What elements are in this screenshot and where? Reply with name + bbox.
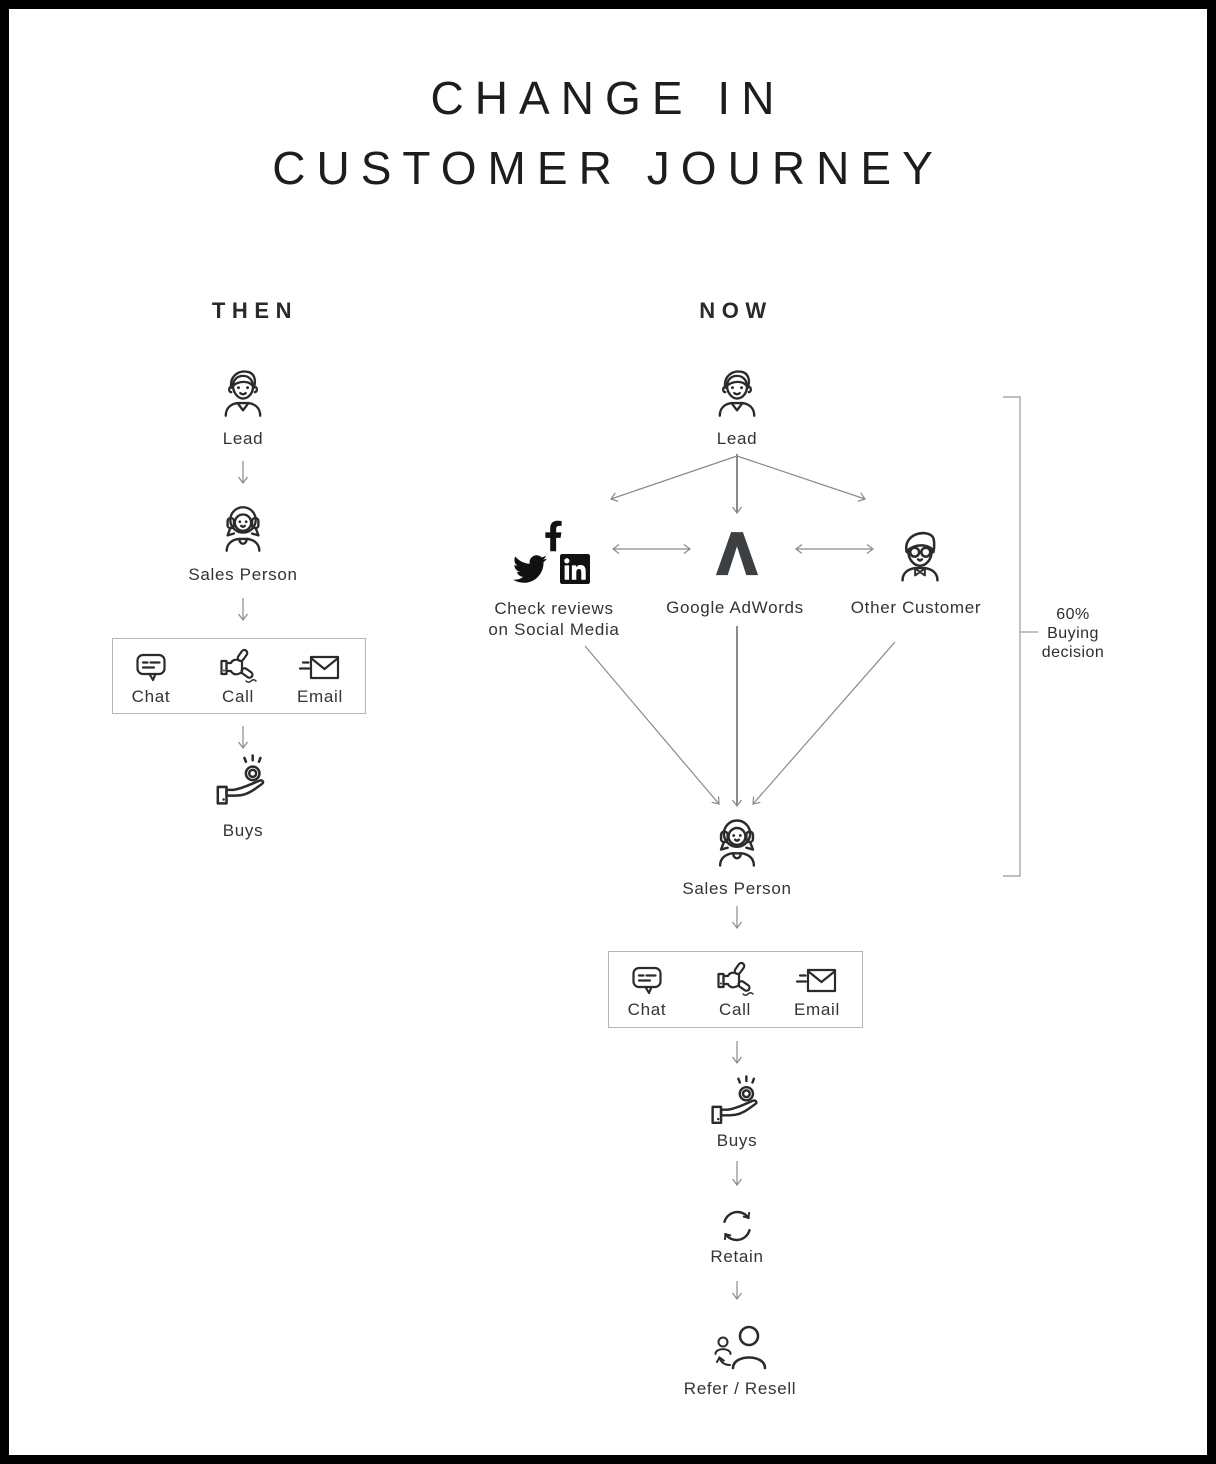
- now-lead-label: Lead: [716, 429, 758, 448]
- then-sales-label: Sales Person: [188, 565, 298, 584]
- call-icon: [717, 961, 754, 996]
- then-call-label: Call: [221, 687, 255, 706]
- other-customer-label: Other Customer: [850, 598, 982, 617]
- call-icon: [220, 648, 257, 683]
- buys-icon: [216, 754, 265, 805]
- email-icon: [298, 655, 340, 680]
- sales-person-icon: [718, 819, 756, 867]
- then-buys-label: Buys: [222, 821, 264, 840]
- now-contact-box: [608, 951, 863, 1028]
- social-channel-label: Check reviews on Social Media: [439, 598, 669, 640]
- retain-icon: [723, 1210, 751, 1242]
- annotation-line-2: Buying: [1047, 625, 1099, 642]
- annotation-line-1: 60%: [1056, 606, 1090, 623]
- linkedin-icon: [560, 554, 590, 584]
- arrow-customer-to-sales: [752, 641, 896, 805]
- buying-decision-annotation: 60% Buying decision: [1042, 605, 1105, 662]
- refer-resell-icon: [714, 1325, 767, 1370]
- page-title: CHANGE IN CUSTOMER JOURNEY: [272, 63, 944, 203]
- now-sales-label: Sales Person: [682, 879, 792, 898]
- title-line-1: CHANGE IN: [430, 72, 786, 124]
- arrow-now-lead-to-social: [610, 455, 738, 502]
- adwords-label: Google AdWords: [666, 598, 804, 617]
- buys-icon: [711, 1075, 758, 1125]
- sales-person-icon: [225, 506, 261, 552]
- now-call-label: Call: [718, 1000, 752, 1019]
- annotation-line-3: decision: [1041, 644, 1105, 661]
- buying-decision-bracket: [1003, 396, 1021, 877]
- retain-label: Retain: [710, 1247, 764, 1266]
- twitter-icon: [513, 555, 547, 583]
- other-customer-icon: [901, 531, 939, 582]
- then-contact-box: [112, 638, 366, 714]
- chat-icon: [632, 966, 662, 995]
- connector-layer: [238, 396, 1038, 1300]
- arrow-social-to-sales: [584, 645, 720, 805]
- google-adwords-icon: [715, 532, 759, 576]
- social-label-line-1: Check reviews: [494, 599, 614, 618]
- email-icon: [795, 968, 837, 993]
- now-buys-label: Buys: [716, 1131, 758, 1150]
- lead-icon: [718, 370, 756, 417]
- arrow-now-lead-to-customer: [736, 455, 866, 502]
- then-email-label: Email: [297, 687, 343, 706]
- then-lead-label: Lead: [222, 429, 264, 448]
- heading-now: NOW: [699, 298, 773, 323]
- title-line-2: CUSTOMER JOURNEY: [272, 142, 944, 194]
- diagram-canvas: CHANGE IN CUSTOMER JOURNEY THEN NOW Lead…: [9, 9, 1207, 1455]
- lead-icon: [224, 370, 262, 417]
- now-email-label: Email: [794, 1000, 840, 1019]
- then-chat-label: Chat: [131, 687, 171, 706]
- heading-then: THEN: [211, 298, 299, 323]
- now-chat-label: Chat: [627, 1000, 667, 1019]
- refer-resell-label: Refer / Resell: [683, 1379, 797, 1398]
- facebook-icon: [545, 520, 562, 552]
- chat-icon: [136, 653, 166, 682]
- social-label-line-2: on Social Media: [488, 620, 620, 639]
